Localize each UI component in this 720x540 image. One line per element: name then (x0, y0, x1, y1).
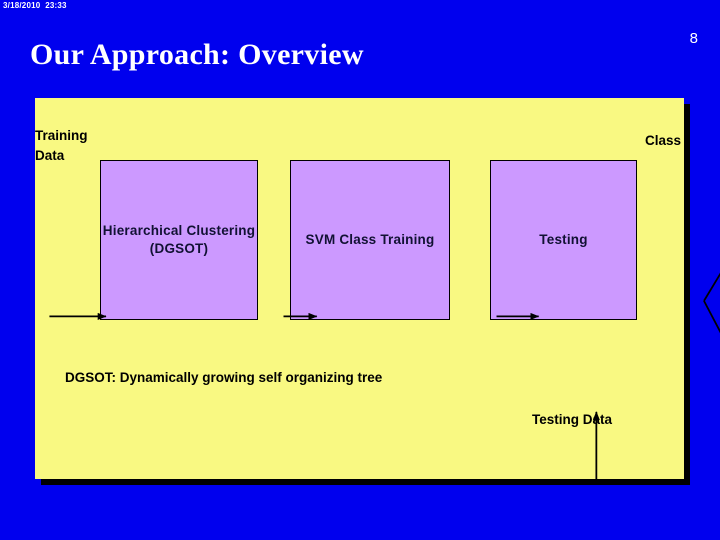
box-testing-label: Testing (539, 231, 588, 247)
box-testing[interactable]: Testing (490, 160, 637, 320)
class-label: Class (645, 133, 682, 148)
page-title: Our Approach: Overview (30, 38, 364, 71)
slide-page-number: 8 (689, 30, 698, 47)
dgsot-footnote: DGSOT: Dynamically growing self organizi… (65, 370, 383, 385)
box-svm-class-training[interactable]: SVM Class Training (290, 160, 450, 320)
arrow-testing-to-class-upper (703, 272, 720, 302)
box-svm-class-training-label: SVM Class Training (305, 231, 435, 247)
training-data-label: Training Data (35, 128, 88, 163)
testing-data-label: Testing Data (532, 412, 613, 427)
content-panel: Training Data Class Hierarchical Cluster… (35, 98, 720, 483)
slide-timestamp: 3/18/2010 23:33 (3, 1, 67, 10)
arrow-testing-to-class-lower (703, 300, 720, 334)
box-hierarchical-clustering-label: Hierarchical Clustering (DGSOT) (102, 222, 256, 256)
box-hierarchical-clustering[interactable]: Hierarchical Clustering (DGSOT) (100, 160, 258, 320)
